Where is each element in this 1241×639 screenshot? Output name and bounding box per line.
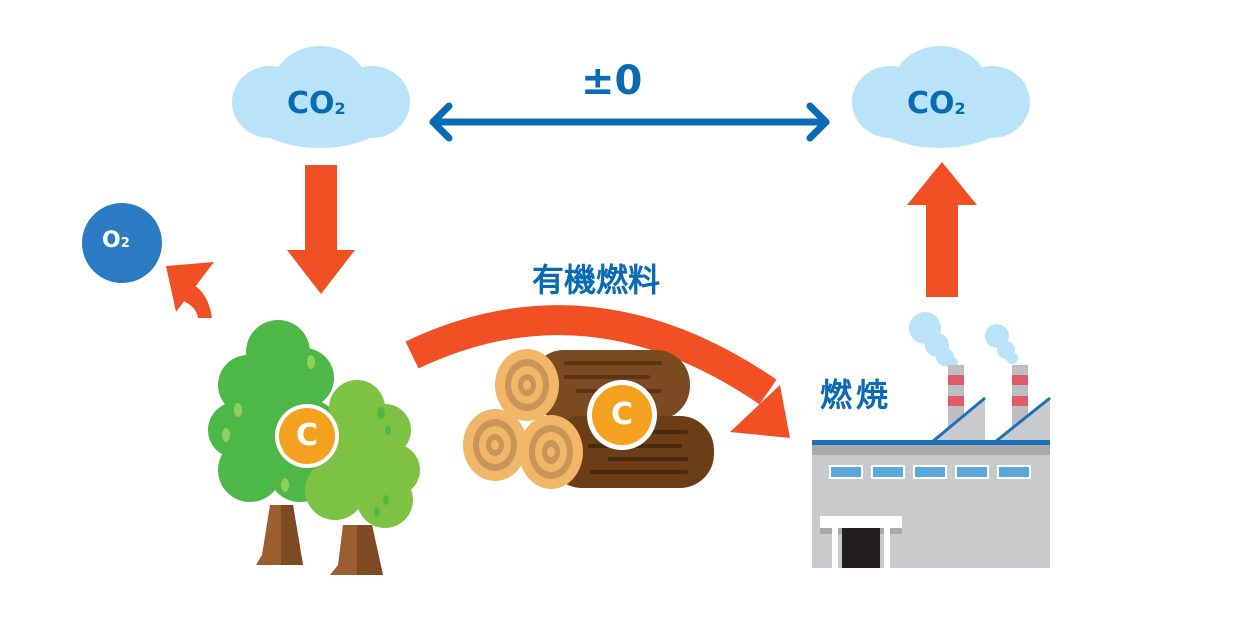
- o2-label: O2: [102, 228, 130, 253]
- fuel-curved-arrow: [405, 305, 790, 438]
- factory: [812, 312, 1051, 568]
- co2-cloud-right: [852, 46, 1030, 148]
- co2-cloud-left: [232, 46, 410, 148]
- carbon-label-tree: C: [296, 418, 319, 453]
- balance-double-arrow: [429, 102, 830, 142]
- co2-left-sub: 2: [334, 99, 346, 118]
- absorb-down-arrow: [287, 165, 355, 294]
- emit-up-arrow: [907, 162, 977, 297]
- log-pile: [463, 349, 714, 489]
- combustion-label: 燃焼: [820, 376, 893, 414]
- co2-label-right: CO2: [907, 86, 966, 121]
- o2-sub: 2: [120, 236, 130, 251]
- fuel-label: 有機燃料: [532, 261, 661, 299]
- co2-label-left: CO2: [287, 86, 346, 121]
- co2-right-sub: 2: [954, 99, 966, 118]
- o2-main: O: [102, 228, 121, 253]
- o2-badge: [82, 203, 162, 283]
- release-curved-arrow: [166, 262, 214, 318]
- carbon-badge-logs: [587, 380, 657, 450]
- balance-label: ±0: [581, 58, 643, 104]
- carbon-label-logs: C: [611, 397, 634, 432]
- co2-left-main: CO: [287, 86, 335, 121]
- carbon-badge-tree: [275, 404, 339, 468]
- co2-right-main: CO: [907, 86, 955, 121]
